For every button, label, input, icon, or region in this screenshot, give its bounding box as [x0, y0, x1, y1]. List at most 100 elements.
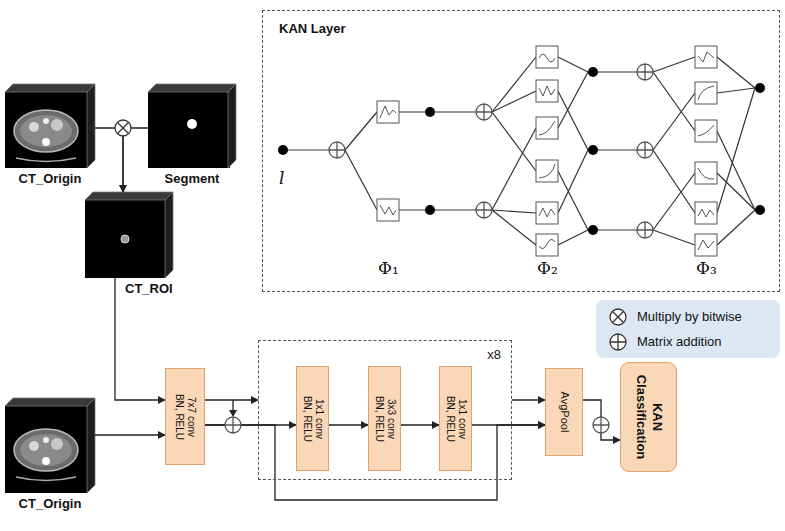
spline-box: [695, 162, 717, 184]
spline-box: [695, 82, 717, 104]
legend-row: Multiply by bitwise: [596, 304, 780, 329]
image-label: CT_Origin: [19, 496, 82, 511]
kan-links: [435, 112, 476, 210]
spline-box: [698, 168, 714, 179]
spline-box: [536, 117, 558, 139]
spline-box: [695, 46, 717, 68]
flow-arrow: [401, 424, 439, 425]
add-arrow: [232, 400, 233, 411]
kan-dot: [278, 67, 765, 235]
spline-box: [695, 202, 717, 224]
image-volume: CT_ROI: [85, 192, 173, 278]
kan-layer-frame: KAN Layer: [262, 10, 780, 292]
legend-symbol: [610, 309, 626, 325]
pool-block: AvgPool: [545, 368, 583, 456]
spline-box: [695, 234, 717, 256]
spline-box: [377, 101, 399, 123]
flow-arrow: [95, 128, 123, 192]
spline-box: [695, 82, 717, 104]
legend-box: Multiply by bitwiseMatrix addition: [596, 300, 780, 358]
add-symbol: [476, 104, 492, 120]
spline-box: [695, 162, 717, 184]
spline-box: [377, 101, 399, 123]
ct-cube: [14, 429, 78, 481]
block-label: AvgPool: [557, 392, 570, 433]
layer-label: Φ₂: [537, 258, 558, 278]
ct-cube: [5, 398, 95, 493]
image-volume: Segment: [148, 84, 236, 168]
add-symbol: [329, 142, 345, 158]
multiply-symbol: [115, 120, 131, 136]
frame-heading: KAN Layer: [279, 21, 345, 36]
spline-box: [698, 52, 714, 62]
kan-dot: [278, 145, 288, 155]
kan-links: [288, 57, 755, 245]
spline-box: [539, 121, 555, 135]
ct-cube: [5, 84, 95, 168]
image-volume: CT_Origin: [5, 84, 95, 168]
block-label: 1x1 conv BN, RELU: [301, 391, 325, 446]
kan-dot: [425, 107, 435, 117]
legend-symbol: [610, 334, 626, 350]
frame-heading: x8: [487, 347, 501, 362]
spline-box: [539, 86, 555, 96]
ct-cube: [14, 110, 78, 162]
legend-text: Matrix addition: [637, 334, 722, 349]
kan-links: [345, 112, 377, 210]
spline-box: [695, 120, 717, 142]
spline-box: [380, 205, 396, 215]
legend-text: Multiply by bitwise: [637, 309, 742, 324]
kan-links: [492, 128, 536, 245]
add-symbol: [637, 64, 653, 80]
spline-box: [536, 160, 558, 182]
segment-cube: [148, 92, 230, 168]
block-label: 1x1 conv BN, RELU: [444, 391, 468, 446]
conv-block: 1x1 conv BN, RELU: [439, 366, 472, 471]
input-label: l: [279, 168, 284, 188]
spline-box: [539, 208, 555, 217]
kan-dot: [425, 205, 435, 215]
spline-box: [695, 120, 717, 142]
flow-arrow: [583, 400, 620, 440]
flow-arrow: [115, 278, 165, 400]
spline-box: [539, 239, 555, 248]
roi-cube: [85, 192, 173, 200]
conv-block: 7x7 conv BN, RELU: [165, 368, 205, 465]
spline-box: [377, 199, 399, 221]
ct-cube: [87, 84, 95, 168]
spline-box: [698, 209, 714, 217]
legend-symbol: [612, 311, 623, 322]
kan-links: [653, 57, 695, 245]
roi-cube: [121, 235, 129, 243]
spline-box: [698, 86, 714, 100]
spline-box: [380, 106, 396, 118]
segment-cube: [228, 84, 236, 168]
spline-box: [536, 234, 558, 256]
spline-box: [695, 46, 717, 68]
conv-block: 1x1 conv BN, RELU: [296, 366, 329, 471]
spline-box: [536, 80, 558, 102]
flow-arrow: [95, 434, 165, 435]
spline-box: [536, 80, 558, 102]
legend-row: Matrix addition: [596, 329, 780, 354]
kan-links: [492, 57, 536, 171]
multiply-symbol: [115, 120, 131, 136]
kan-links: [717, 57, 755, 245]
kan-dot: [588, 145, 598, 155]
spline-box: [539, 164, 555, 178]
block-label: KAN Classification: [633, 369, 664, 465]
ct-cube: [5, 406, 87, 493]
add-arrow: [225, 417, 241, 433]
spline-box: [536, 46, 558, 68]
flow-arrow: [512, 399, 545, 400]
layer-label: Φ₁: [378, 258, 399, 278]
spline-box: [536, 234, 558, 256]
spline-box: [536, 117, 558, 139]
kan-dot: [588, 225, 598, 235]
spline-box: [377, 199, 399, 221]
add-symbol: [637, 222, 653, 238]
classifier-box: KAN Classification: [620, 362, 677, 472]
spline-box: [695, 234, 717, 256]
roi-cube: [85, 200, 165, 278]
kan-links: [598, 72, 637, 230]
